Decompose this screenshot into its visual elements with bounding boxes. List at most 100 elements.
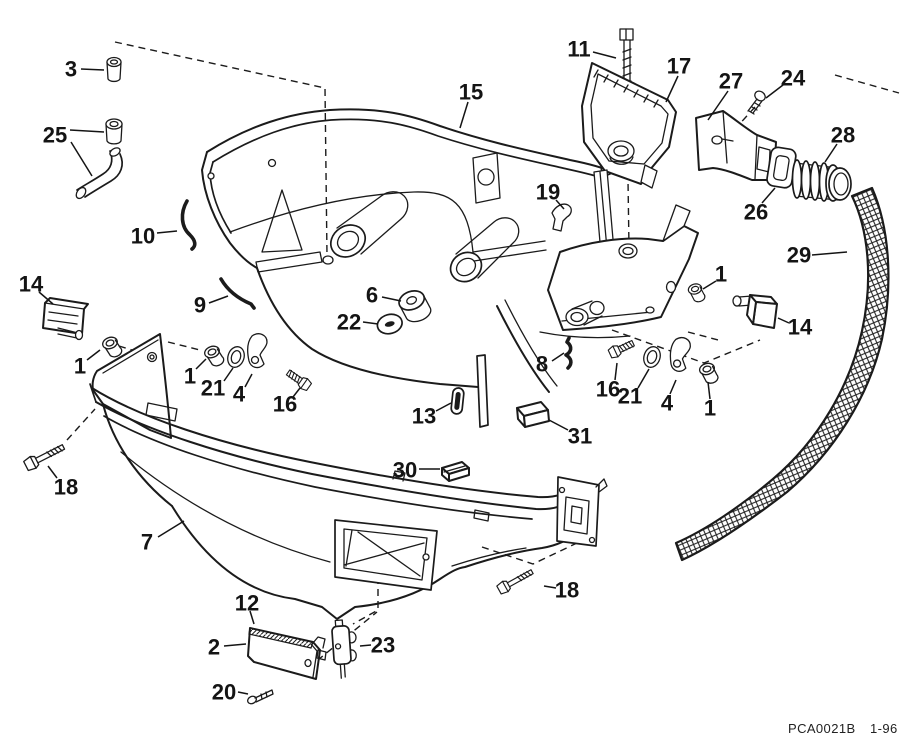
callout-leader-1-17 [195,358,207,370]
callout-label-21-18: 21 [201,376,225,401]
callout-label-18-37: 18 [555,578,579,603]
callout-label-8-21: 8 [536,352,548,377]
callout-leader-25-1 [70,141,93,177]
part-6-grommet [398,290,432,323]
callout-leader-7-32 [157,520,185,538]
callout-label-11-4: 11 [567,37,590,62]
part-21-oring-left [224,343,248,371]
callout-leader-17-5 [665,75,679,103]
callout-leader-12-33 [249,610,255,625]
footer-issue-date: 1-96 [870,721,898,736]
part-4-latch-left [247,333,268,369]
callout-label-31-29: 31 [568,424,592,449]
callout-leader-1-25 [707,381,711,400]
callout-leader-21-23 [637,368,650,389]
callout-leader-15-3 [459,101,469,129]
part-29-trim-seal [674,186,890,562]
callout-label-17-5: 17 [667,54,691,79]
callout-leader-14-27 [777,317,790,324]
callout-label-2-34: 2 [208,635,220,660]
callout-label-19-10: 19 [536,180,560,205]
part-27-air-duct [695,110,777,181]
callout-leader-29-11 [811,251,848,256]
callout-label-22-16: 22 [337,310,361,335]
callout-leader-16-20 [292,387,301,398]
callout-label-14-12: 14 [19,272,44,297]
callout-leader-26-9 [761,187,776,204]
part-1-bushing-right-a [686,281,707,305]
part-25-sleeve-and-hose [75,118,123,200]
callout-label-16-22: 16 [596,377,620,402]
callout-label-1-17: 1 [184,364,196,389]
part-23-latch-keeper [331,619,357,679]
callout-leader-22-16 [362,321,379,325]
callout-label-29-11: 29 [787,243,811,268]
callout-leader-9-14 [208,295,229,304]
part-14-bracket-left [42,297,89,341]
part-19-hook [551,203,572,232]
part-14-bracket-right [732,294,778,329]
callout-leader-8-21 [551,352,565,362]
callout-leader-18-37 [543,585,557,589]
callout-leader-4-24 [669,379,677,395]
callout-label-24-7: 24 [781,66,806,91]
part-15-inner-support-panel [201,91,613,428]
callout-label-18-31: 18 [54,475,78,500]
part-8-clip [564,336,573,370]
callout-leader-20-35 [237,691,249,695]
callout-leader-16-22 [614,362,618,381]
callout-leader-19-10 [555,199,565,210]
callout-label-4-24: 4 [661,391,674,416]
callout-label-13-28: 13 [412,404,436,429]
callout-label-20-35: 20 [212,680,236,705]
part-30-mount-block [441,461,470,482]
callout-label-7-32: 7 [141,530,153,555]
callout-leader-1-13 [86,349,101,361]
callout-label-30-30: 30 [393,458,417,483]
part-7-lower-engine-cover [89,333,608,620]
part-21-oring-right [640,343,664,371]
part-28-bellows-grommet [791,159,852,202]
callout-label-3-0: 3 [65,57,77,82]
part-1-bushing-right-b [697,360,720,387]
callout-label-16-20: 16 [273,392,297,417]
callout-label-1-26: 1 [715,262,727,287]
callout-label-27-6: 27 [719,69,743,94]
part-24-screw [747,90,766,115]
callout-label-1-25: 1 [704,396,716,421]
callout-leader-31-29 [548,419,569,431]
callout-label-26-9: 26 [744,200,768,225]
part-1-bushing-left-a [100,334,124,361]
callout-leader-13-28 [435,402,452,412]
callout-leader-21-18 [223,367,234,382]
callout-leader-11-4 [592,51,617,59]
callout-label-23-36: 23 [371,633,395,658]
part-18-bolt-left [22,440,68,473]
callout-label-25-1: 25 [43,123,67,148]
center-support-bracket [539,169,699,339]
callout-label-12-33: 12 [235,591,259,616]
callout-label-4-19: 4 [233,382,246,407]
callout-label-14-27: 14 [788,315,813,340]
part-4-latch-right [668,336,692,373]
callout-leader-27-6 [707,90,729,121]
part-3-bushing [106,56,122,83]
callout-leader-10-2 [156,230,178,234]
part-12-seal-strip [248,627,314,649]
part-17-bracket [581,62,677,189]
callout-leader-6-15 [381,296,402,302]
callout-label-21-23: 21 [618,384,642,409]
callout-label-15-3: 15 [459,80,483,105]
callout-leader-1-26 [702,280,717,290]
callout-leader-24-7 [765,84,784,99]
callout-label-28-8: 28 [831,123,855,148]
part-20-screw [247,689,274,705]
part-16-screw-left [284,366,313,393]
part-18-bolt-right [495,565,536,596]
callout-leader-14-12 [38,291,54,305]
footer-drawing-code: PCA0021B [788,721,856,736]
callout-label-1-13: 1 [74,354,86,379]
